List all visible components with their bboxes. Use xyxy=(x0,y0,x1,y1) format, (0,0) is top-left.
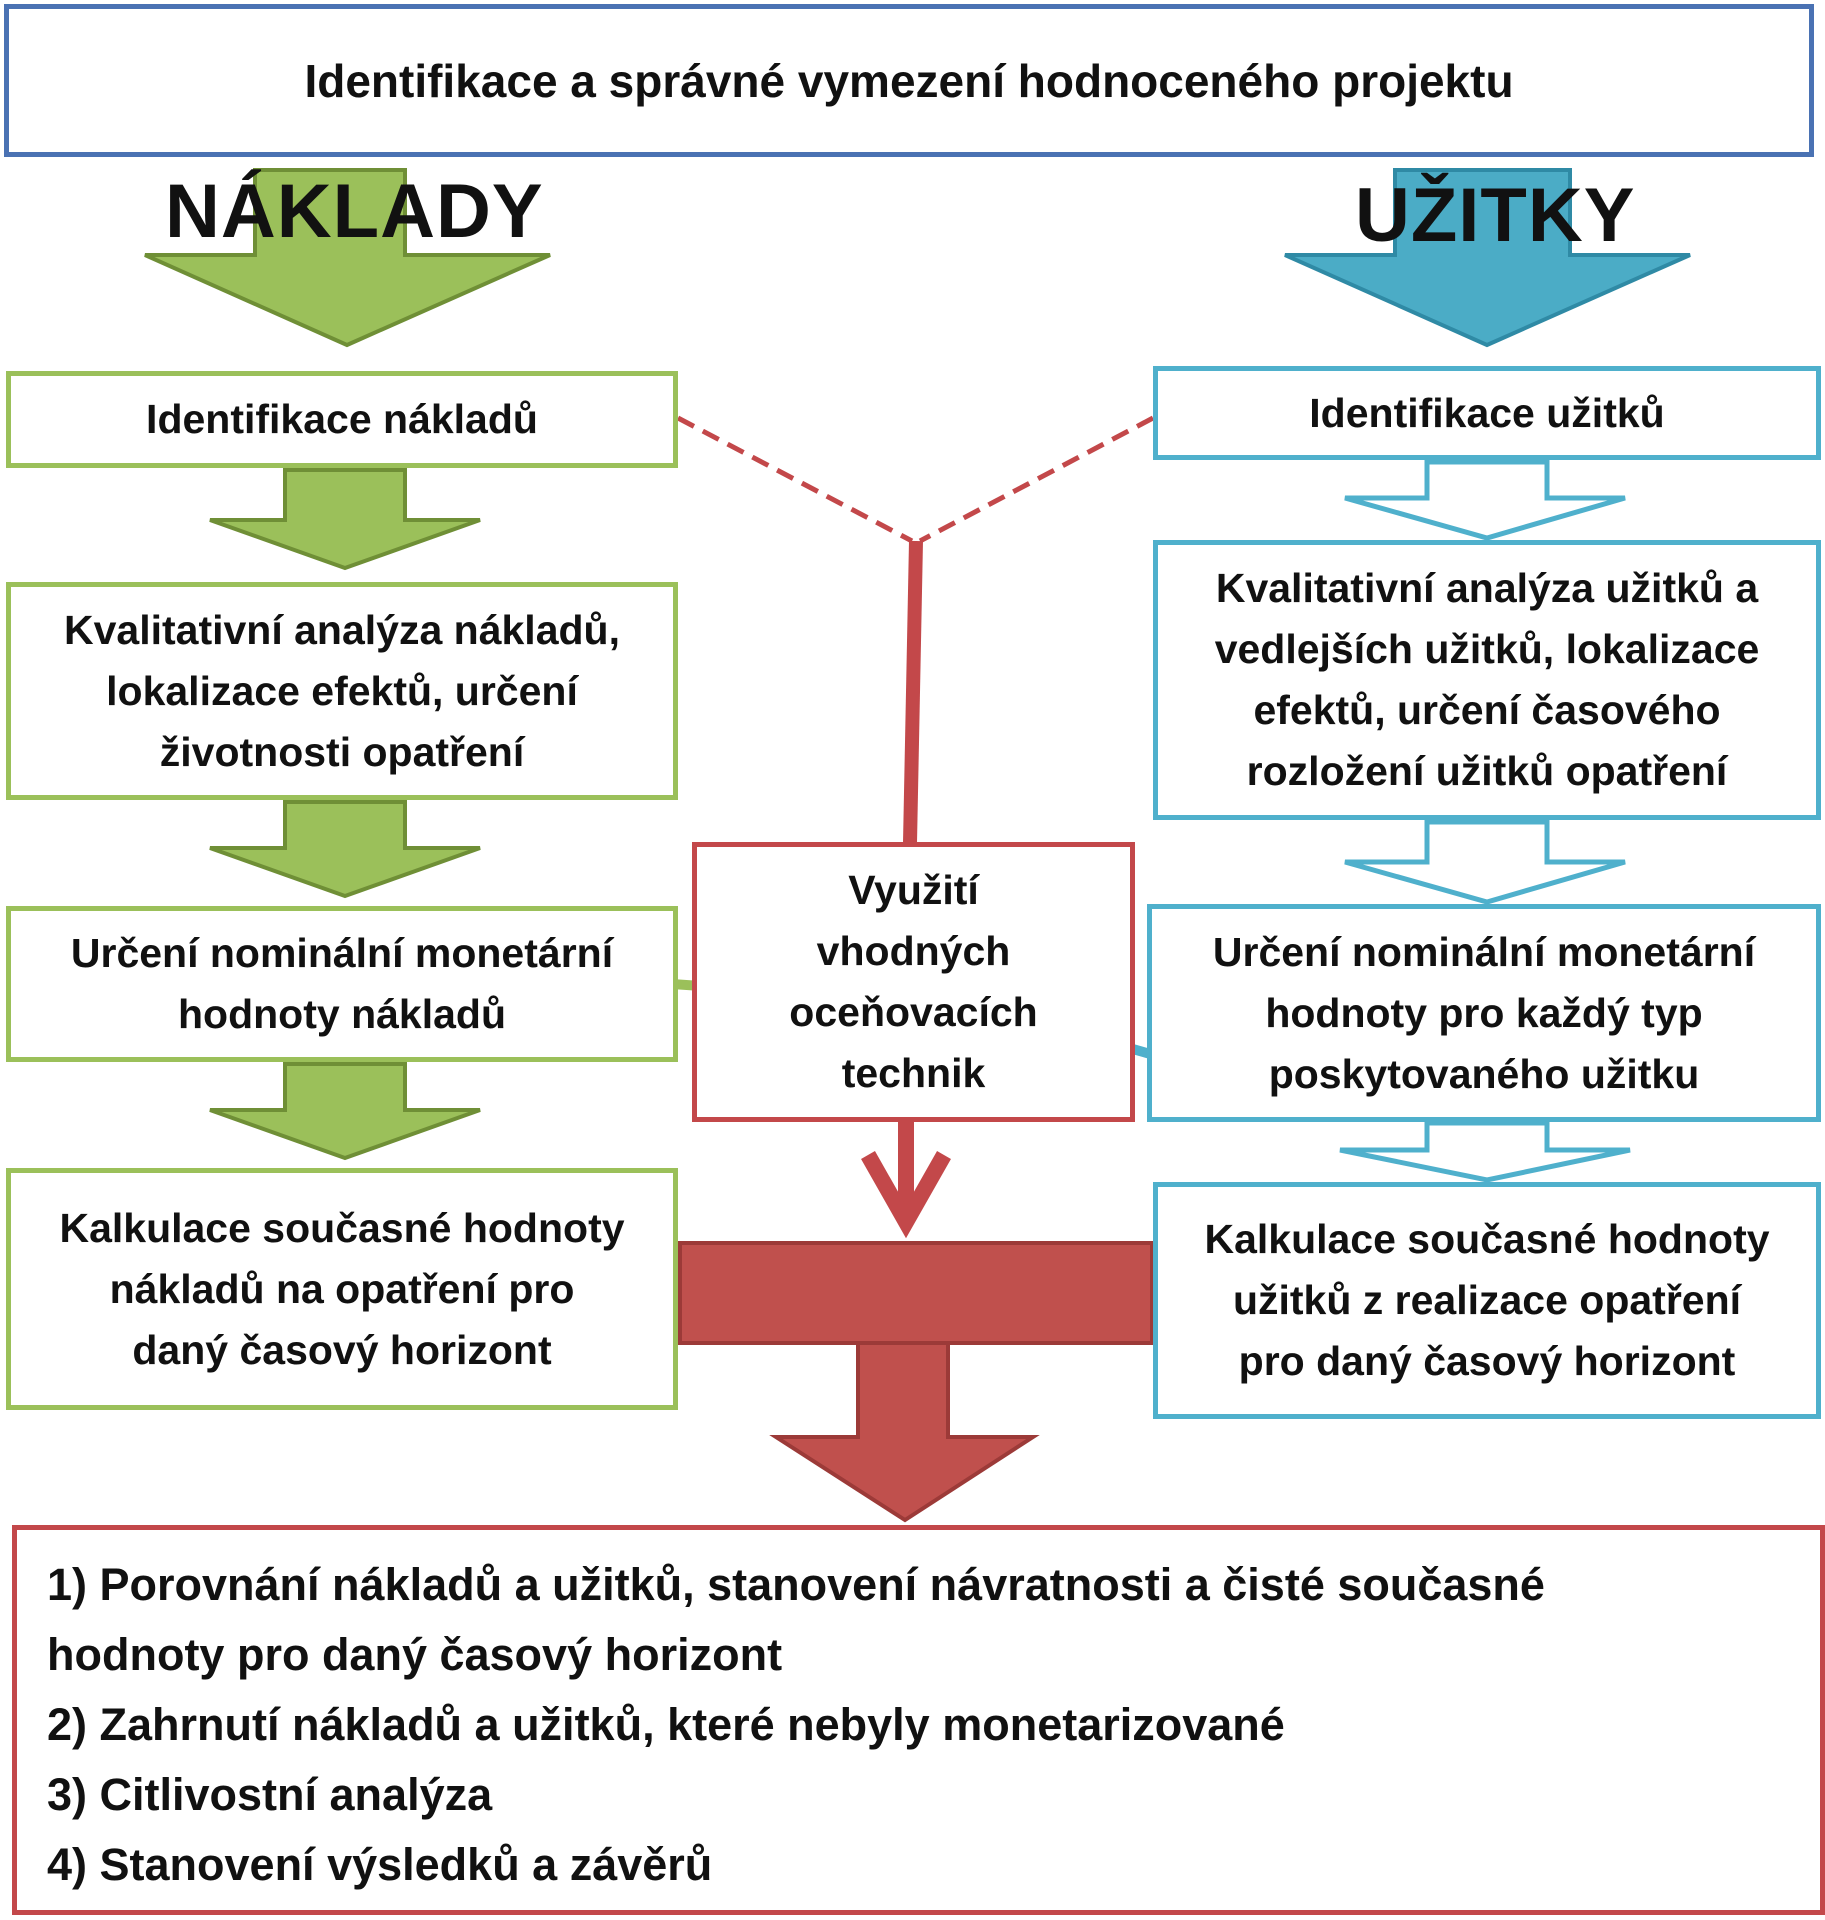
valuation-techniques-box: Využití vhodných oceňovacích technik xyxy=(692,842,1135,1122)
costs-big-arrow xyxy=(144,168,551,348)
project-title-box: Identifikace a správné vymezení hodnocen… xyxy=(4,4,1814,157)
benefits-arrow-2 xyxy=(1344,819,1626,905)
benefits-step-qualitative: Kvalitativní analýza užitků a vedlejších… xyxy=(1153,540,1821,820)
result-item-1: 1) Porovnání nákladů a užitků, stanovení… xyxy=(47,1559,1545,1610)
valuation-down-arrowhead xyxy=(861,1151,951,1239)
project-title: Identifikace a správné vymezení hodnocen… xyxy=(304,54,1514,107)
costs-step-qualitative: Kvalitativní analýza nákladů, lokalizace… xyxy=(6,582,678,800)
costs-step-identification: Identifikace nákladů xyxy=(6,371,678,468)
costs-arrow-1 xyxy=(209,468,481,571)
costs-arrow-2 xyxy=(209,800,481,899)
benefits-step-identification: Identifikace užitků xyxy=(1153,366,1821,460)
result-box: 1) Porovnání nákladů a užitků, stanovení… xyxy=(12,1525,1825,1915)
result-item-2: 2) Zahrnutí nákladů a užitků, které neby… xyxy=(47,1699,1285,1750)
benefits-step-present-value: Kalkulace současné hodnoty užitků z real… xyxy=(1153,1182,1821,1419)
costs-step-present-value: Kalkulace současné hodnoty nákladů na op… xyxy=(6,1168,678,1410)
benefits-dashed-link xyxy=(918,415,1155,544)
benefits-arrow-3 xyxy=(1339,1120,1631,1183)
costs-step-monetary: Určení nominální monetární hodnoty nákla… xyxy=(6,906,678,1062)
benefits-arrow-1 xyxy=(1344,459,1626,541)
result-item-1-cont: hodnoty pro daný časový horizont xyxy=(47,1629,783,1680)
costs-heading: NÁKLADY xyxy=(165,169,544,254)
benefits-step-monetary: Určení nominální monetární hodnoty pro k… xyxy=(1147,904,1821,1122)
result-item-4: 4) Stanovení výsledků a závěrů xyxy=(47,1839,713,1890)
costs-dashed-link xyxy=(676,415,914,544)
costs-arrow-3 xyxy=(209,1062,481,1161)
result-item-3: 3) Citlivostní analýza xyxy=(47,1769,493,1820)
benefits-big-arrow xyxy=(1284,168,1691,348)
merge-block xyxy=(678,1241,1154,1345)
merge-down-arrow xyxy=(769,1341,1040,1523)
valuation-feed-line xyxy=(903,540,923,844)
benefits-heading: UŽITKY xyxy=(1355,173,1636,258)
